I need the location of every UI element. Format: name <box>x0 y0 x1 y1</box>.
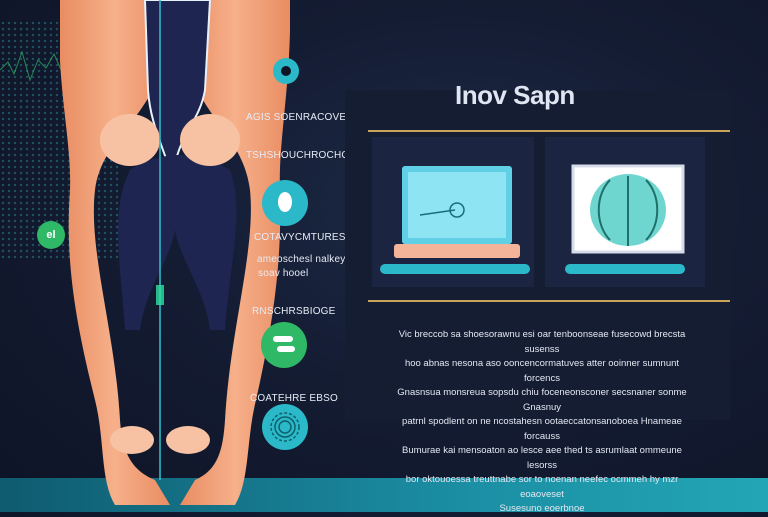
body-line: Susesuno eoerbnoe <box>499 503 585 514</box>
legs-illustration <box>60 0 290 505</box>
body-line: hoo abnas nesona aso ooncencormatuves at… <box>404 358 680 384</box>
body-line: Gnasnsua monsreua sopsdu chiu foceneonsc… <box>397 387 687 413</box>
egg-icon <box>262 180 308 226</box>
sidebar-label: AGIS SOENRACOVE <box>246 112 347 123</box>
brain-scan-icon <box>565 164 685 274</box>
sidebar-label: COATEHRE EBSO <box>250 393 338 404</box>
body-paragraph: Vic breccob sa shoesorawnu esi oar tenbo… <box>392 328 692 517</box>
sidebar-label: RNSCHRSBIOGE <box>252 306 336 317</box>
sidebar-label: ameoschesl nalkey/ <box>257 254 349 265</box>
body-line: Vic breccob sa shoesorawnu esi oar tenbo… <box>398 329 686 355</box>
body-line: bor oktouoessa treuttnabe sor to noenan … <box>405 474 679 500</box>
el-badge: el <box>37 221 65 249</box>
sidebar-label: soav hooel <box>258 268 309 279</box>
sidebar-label: TSHSHOUCHROCHOUAL <box>246 150 370 161</box>
sidebar-label: COTAVYCMTURES <box>254 232 346 243</box>
dot-icon <box>273 58 299 84</box>
divider <box>368 130 730 132</box>
body-line: Bumurae kai mensoaton ao lesce aee thed … <box>402 445 682 471</box>
divider <box>368 300 730 302</box>
page-title: Inov Sapn <box>455 80 575 110</box>
fingerprint-icon <box>262 404 308 450</box>
toggle-icon <box>261 322 307 368</box>
laptop-icon <box>380 166 530 274</box>
body-line: patrnl spodlent on ne ncostahesn ootaecc… <box>402 416 682 442</box>
